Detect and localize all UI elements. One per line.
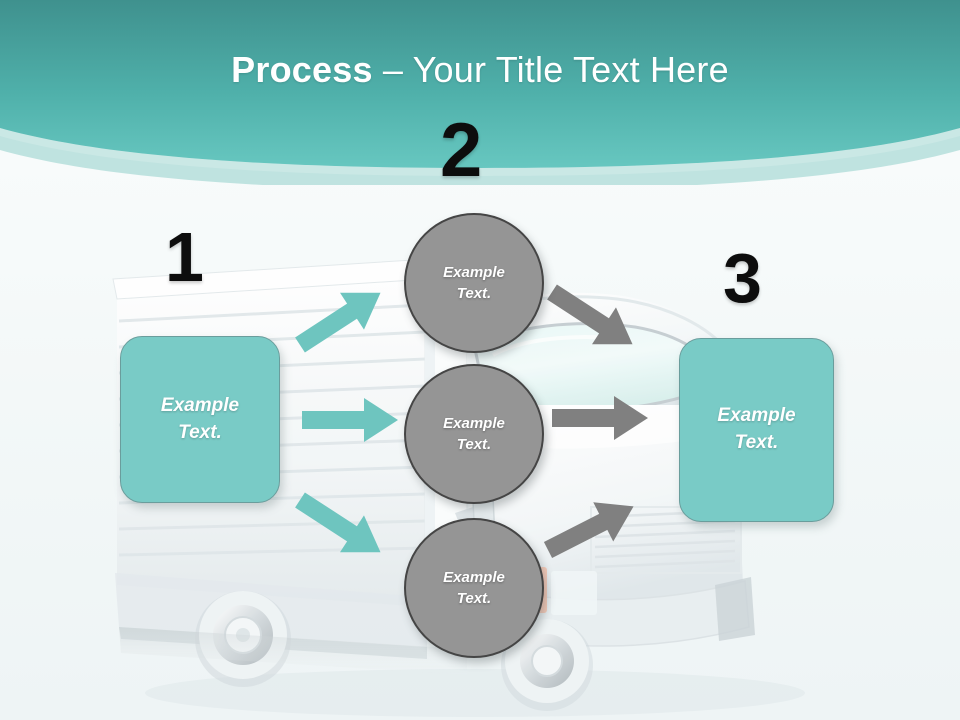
step-1-box-label: Example Text. [161,393,239,447]
slide-header: Process – Your Title Text Here [0,0,960,185]
page-title-rest: – Your Title Text Here [372,49,729,90]
step-3-box[interactable]: Example Text. [679,338,834,522]
step-3-box-label: Example Text. [717,403,795,457]
page-title: Process – Your Title Text Here [0,49,960,91]
step-number-1: 1 [165,218,204,296]
step-2-circle-3[interactable]: Example Text. [404,518,544,658]
step-number-3: 3 [723,239,762,317]
step-2-circle-2-line1: Example [443,415,505,432]
step-2-circle-3-line1: Example [443,569,505,586]
step-2-circle-2[interactable]: Example Text. [404,364,544,504]
step-1-box[interactable]: Example Text. [120,336,280,503]
step-2-circle-3-line2: Text. [456,590,492,607]
step-2-circle-3-label: Example Text. [443,567,505,609]
step-2-circle-2-line2: Text. [456,436,492,453]
step-2-circle-1[interactable]: Example Text. [404,213,544,353]
step-2-circle-1-label: Example Text. [443,262,505,304]
step-3-line1: Example [717,405,796,427]
page-title-bold: Process [231,49,373,90]
step-1-line2: Text. [178,421,222,443]
step-number-2: 2 [440,108,483,193]
step-2-circle-1-line1: Example [443,264,505,281]
step-2-circle-2-label: Example Text. [443,413,505,455]
step-1-line1: Example [160,394,240,416]
step-2-circle-1-line2: Text. [456,285,492,302]
step-3-line2: Text. [734,432,779,453]
